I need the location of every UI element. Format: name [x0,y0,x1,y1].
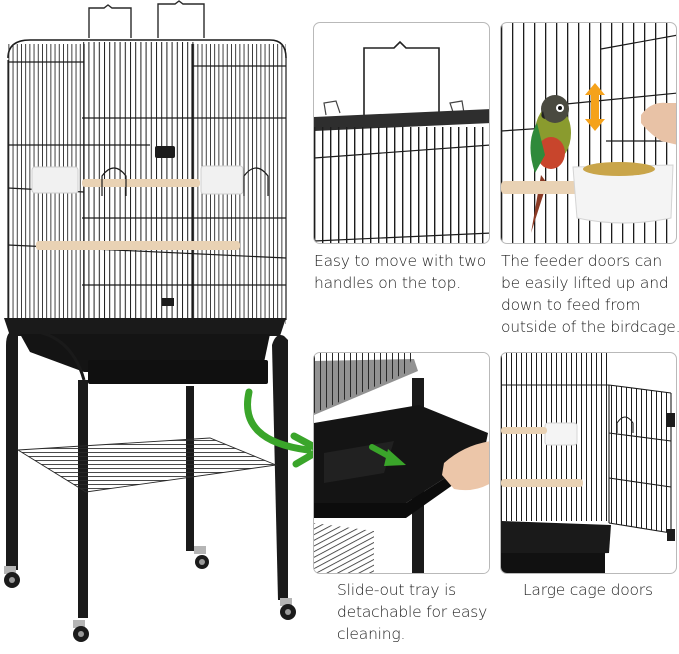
caption-tray: Slide-out tray is detachable for easy cl… [337,581,488,643]
main-cage-image [0,0,300,650]
feature-image-tray [313,352,490,574]
feature-image-handles [313,22,490,244]
caption-feeder: The feeder doors can be easily lifted up… [501,252,679,336]
feature-image-doors [500,352,677,574]
caption-doors: Large cage doors [523,581,653,599]
caption-handles: Easy to move with two handles on the top… [314,252,487,292]
feature-image-feeder [500,22,677,244]
